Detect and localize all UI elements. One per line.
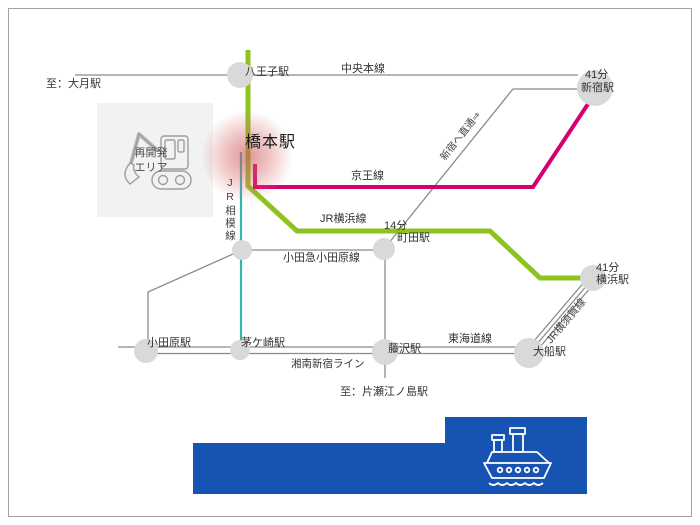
redevelopment-area-label: 再開発 エリア [118,146,184,175]
ofuna-node [514,338,544,368]
ship-icon [483,427,552,486]
machida-label: 町田駅 [397,232,430,244]
ofuna-label: 大船駅 [533,346,566,358]
yokosuka-line-path [533,279,598,355]
odakyu-odawara-path [147,249,384,349]
hashimoto-label: 橋本駅 [245,134,297,151]
yokohama-label: 横浜駅 [596,274,629,286]
excavator-icon [124,132,192,190]
keio-line-label: 京王線 [351,170,384,182]
hachioji-label: 八王子駅 [245,66,289,78]
hashimoto-highlight [201,110,293,202]
map-border [8,8,692,517]
chuo-line-label: 中央本線 [341,63,385,75]
fujisawa-label: 藤沢駅 [388,343,421,355]
yokosuka-line-path [530,276,595,352]
jr-yokohama-label: JR横浜線 [320,213,367,225]
chigasaki-node [230,340,250,360]
note-to-katase-enoshima: 至：片瀬江ノ島駅 [340,386,428,398]
gray-rail-lines [75,74,598,378]
redevelopment-area-box [97,103,213,217]
yokohama-node [580,265,606,291]
odawara-node [134,339,158,363]
yokohama-time: 41分 [596,262,620,274]
fujisawa-node [372,339,398,365]
machida-time: 14分 [384,220,408,232]
hachioji-node [227,62,253,88]
odawara-label: 小田原駅 [147,337,191,349]
footer-banner [193,417,587,494]
shinjuku-node [577,70,613,106]
redevelopment-line2: エリア [134,161,168,174]
junction-node [232,240,252,260]
note-to-otsuki: 至：大月駅 [46,78,101,90]
odakyu-to-shinjuku-path [383,88,578,250]
shinjuku-label: 新宿駅 [581,82,614,94]
redevelopment-line1: 再開発 [134,147,168,159]
shinjuku-time: 41分 [585,69,609,81]
shonan-shinjuku-label: 湘南新宿ライン [291,358,365,370]
jr-sagami-label: JR相模線 [224,177,236,243]
keio-line-path [253,102,590,189]
machida-node [373,238,395,260]
tokaido-line-label: 東海道線 [448,333,492,345]
station-nodes [134,62,613,368]
yokosuka-line-path [527,273,592,349]
chigasaki-label: 茅ケ崎駅 [241,337,285,349]
odakyu-odawara-label: 小田急小田原線 [283,252,360,264]
